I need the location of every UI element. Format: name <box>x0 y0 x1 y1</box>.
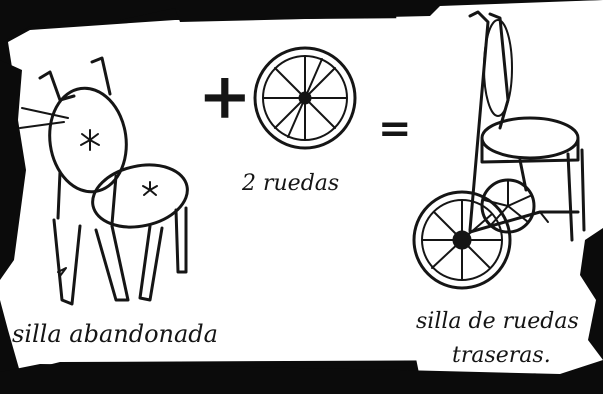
label-two-wheels: 2 ruedas <box>241 171 339 196</box>
label-wheelchair-line1: silla de ruedas <box>416 309 579 334</box>
paper-sheet-right <box>396 2 603 378</box>
dark-scribble-right <box>580 228 603 360</box>
equals-sign: = <box>378 105 412 152</box>
plus-sign: + <box>198 59 252 134</box>
dark-scrap-top <box>0 0 603 44</box>
abandoned-chair-drawing <box>19 56 189 306</box>
dark-scrap-bottom <box>0 360 603 394</box>
wheelchair-drawing <box>412 10 586 290</box>
dark-scrap-left <box>0 60 26 280</box>
label-wheelchair-line2: traseras. <box>452 343 551 368</box>
wheel-drawing <box>253 46 357 150</box>
label-abandoned-chair: silla abandonada <box>12 320 218 348</box>
